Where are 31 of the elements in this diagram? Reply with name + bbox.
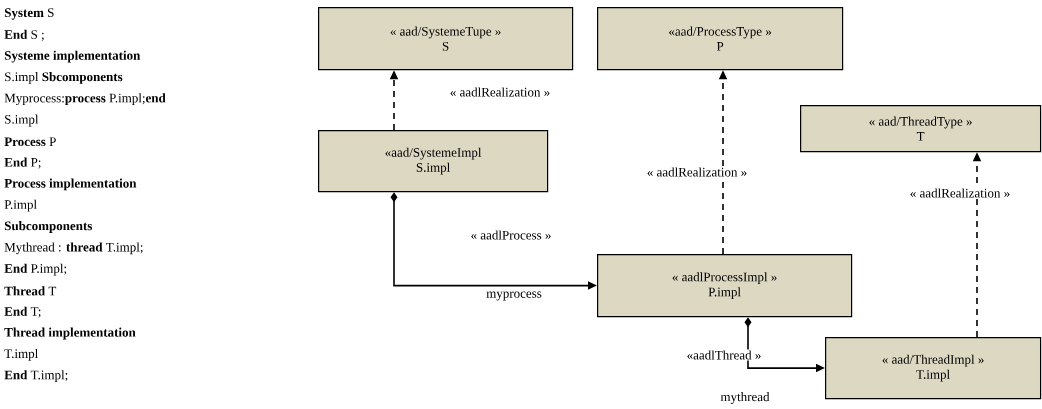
code-line: End S ;	[4, 29, 44, 41]
class-box: « aad/ThreadImpl » T.impl	[825, 337, 1042, 400]
code-line: End P.impl;	[4, 263, 67, 276]
edge-label: « aadlProcess »	[469, 229, 553, 241]
code-line: Systeme implementation	[4, 50, 141, 63]
role-name: mythread	[720, 392, 770, 404]
edge-label: « aadlRealization »	[908, 187, 1012, 199]
code-line: End P;	[4, 157, 41, 169]
code-line: S.impl Sbcomponents	[5, 72, 123, 84]
code-line: System S	[4, 8, 54, 20]
class-box: «aad/SystemeImpl S.impl	[318, 130, 549, 193]
code-line: T.impl	[4, 348, 39, 361]
role-name: myprocess	[486, 291, 542, 301]
class-box: « aad/SystemeTupe » S	[318, 7, 574, 71]
class-box: « aadlProcessImpl » P.impl	[597, 254, 853, 318]
code-line: End T.impl;	[4, 370, 68, 382]
code-line: P.impl	[4, 199, 37, 212]
code-line: Process implementation	[4, 178, 137, 191]
edge-label: « aadlRealization »	[645, 166, 749, 178]
code-line: End T;	[4, 306, 41, 318]
code-line: Process P	[4, 137, 56, 147]
code-line: S.impl	[5, 114, 39, 127]
code-line: Mythread : thread T.impl;	[4, 242, 143, 255]
class-box: « aad/ThreadType » T	[800, 105, 1042, 153]
edge-label: «aadlThread »	[685, 349, 763, 361]
class-box: «aad/ProcessType » P	[597, 7, 844, 71]
code-line: Myprocess:process P.impl;end	[4, 93, 166, 106]
code-line: Thread T	[4, 286, 57, 296]
code-line: Subcomponents	[4, 221, 92, 233]
edge-label: « aadlRealization »	[448, 86, 552, 98]
code-line: Thread implementation	[4, 327, 136, 340]
